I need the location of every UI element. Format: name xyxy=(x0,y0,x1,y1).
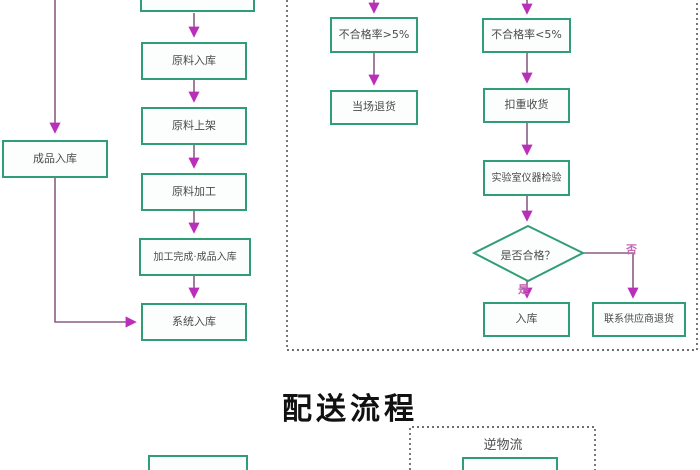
node-contact-supplier: 联系供应商退货 xyxy=(592,302,686,337)
node-top-partial xyxy=(140,0,255,12)
edge-label-yes: 是 xyxy=(518,283,529,296)
node-finished-in: 成品入库 xyxy=(2,140,108,178)
decision-diamond xyxy=(471,224,586,283)
node-onsite-return: 当场退货 xyxy=(330,90,418,125)
node-lab-inspect: 实验室仪器检验 xyxy=(483,160,570,196)
node-reject-gt5: 不合格率>5% xyxy=(330,17,418,53)
delivery-section-title: 配送流程 xyxy=(282,392,418,427)
node-process-done: 加工完成·成品入库 xyxy=(139,238,251,276)
node-raw-shelf: 原料上架 xyxy=(141,107,247,145)
node-bottom-reverse-partial xyxy=(462,457,558,470)
reverse-logistics-label: 逆物流 xyxy=(483,438,523,453)
node-system-in: 系统入库 xyxy=(141,303,247,341)
dashed-region-reverse-logistics xyxy=(409,426,596,470)
node-raw-process: 原料加工 xyxy=(141,173,247,211)
decision-label: 是否合格？ xyxy=(500,249,556,262)
node-warehouse-in: 入库 xyxy=(483,302,570,337)
node-bottom-left-partial xyxy=(148,455,248,470)
edge-label-no: 否 xyxy=(626,243,637,256)
node-raw-in: 原料入库 xyxy=(141,42,247,80)
dashed-region-inspection xyxy=(286,0,698,351)
node-deduct-receive: 扣重收货 xyxy=(483,88,570,123)
arrow-finished-in-to-system-in xyxy=(54,178,137,328)
arrow-decision-no-to-contact-supplier xyxy=(583,252,639,299)
node-reject-lt5: 不合格率<5% xyxy=(482,18,571,53)
